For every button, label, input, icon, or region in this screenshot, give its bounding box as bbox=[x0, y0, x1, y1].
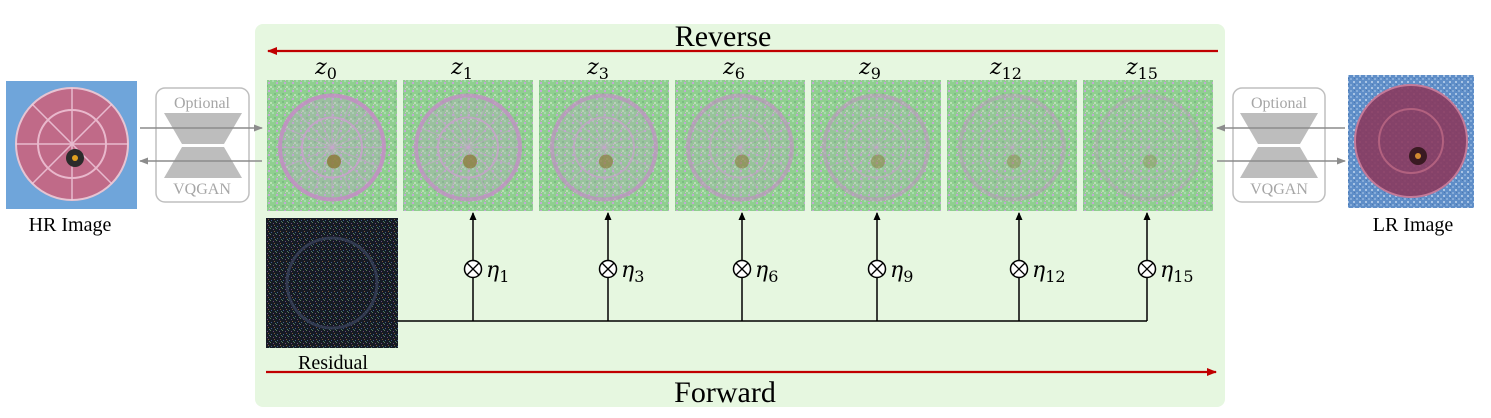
latent-label-z15: z15 bbox=[1125, 55, 1158, 83]
latent-tiles bbox=[267, 80, 1213, 211]
latent-tile-z3 bbox=[539, 80, 669, 211]
lr-image-label: LR Image bbox=[1373, 214, 1454, 236]
residual-image bbox=[266, 218, 398, 348]
latent-label-z3: z3 bbox=[586, 55, 609, 83]
eta-node-1: η1 bbox=[463, 212, 509, 321]
latent-tile-z15 bbox=[1083, 80, 1213, 211]
latent-label-z0: z0 bbox=[314, 55, 337, 83]
eta-node-6: η6 bbox=[732, 212, 778, 321]
forward-label: Forward bbox=[674, 376, 776, 409]
vqgan-block-left: Optional VQGAN bbox=[155, 87, 250, 203]
eta-label-15: η15 bbox=[1160, 258, 1194, 286]
latent-tile-z6 bbox=[675, 80, 805, 211]
latent-label-z9: z9 bbox=[858, 55, 881, 83]
vqgan-block-right: Optional VQGAN bbox=[1232, 87, 1326, 203]
reverse-label: Reverse bbox=[675, 20, 772, 53]
latent-tile-z12 bbox=[947, 80, 1077, 211]
latent-label-z1: z1 bbox=[450, 55, 473, 83]
eta-node-15: η15 bbox=[1137, 212, 1194, 321]
eta-label-1: η1 bbox=[486, 258, 509, 286]
eta-label-6: η6 bbox=[755, 258, 778, 286]
latent-tile-z1 bbox=[403, 80, 533, 211]
eta-node-9: η9 bbox=[867, 212, 913, 321]
residual-branches: η1 η3 η6 η9 η12 η15 bbox=[398, 212, 1194, 322]
residual-label: Residual bbox=[298, 352, 368, 374]
vqgan-right-bottom-label: VQGAN bbox=[1250, 181, 1308, 198]
latent-label-z12: z12 bbox=[989, 55, 1022, 83]
vqgan-right-top-label: Optional bbox=[1251, 95, 1308, 112]
hr-image bbox=[6, 81, 137, 209]
eta-label-3: η3 bbox=[621, 258, 644, 286]
hr-image-label: HR Image bbox=[29, 214, 112, 236]
eta-node-3: η3 bbox=[598, 212, 644, 321]
vqgan-left-top-label: Optional bbox=[174, 95, 231, 112]
vqgan-left-bottom-label: VQGAN bbox=[173, 181, 231, 198]
eta-node-12: η12 bbox=[1009, 212, 1066, 321]
lr-image bbox=[1348, 75, 1474, 208]
eta-label-12: η12 bbox=[1032, 258, 1066, 286]
eta-label-9: η9 bbox=[890, 258, 913, 286]
latent-tile-z9 bbox=[811, 80, 941, 211]
latent-tile-z0 bbox=[267, 80, 397, 211]
latent-label-z6: z6 bbox=[722, 55, 745, 83]
latent-labels: z0 z1 z3 z6 z9 z12 z15 bbox=[314, 55, 1158, 83]
